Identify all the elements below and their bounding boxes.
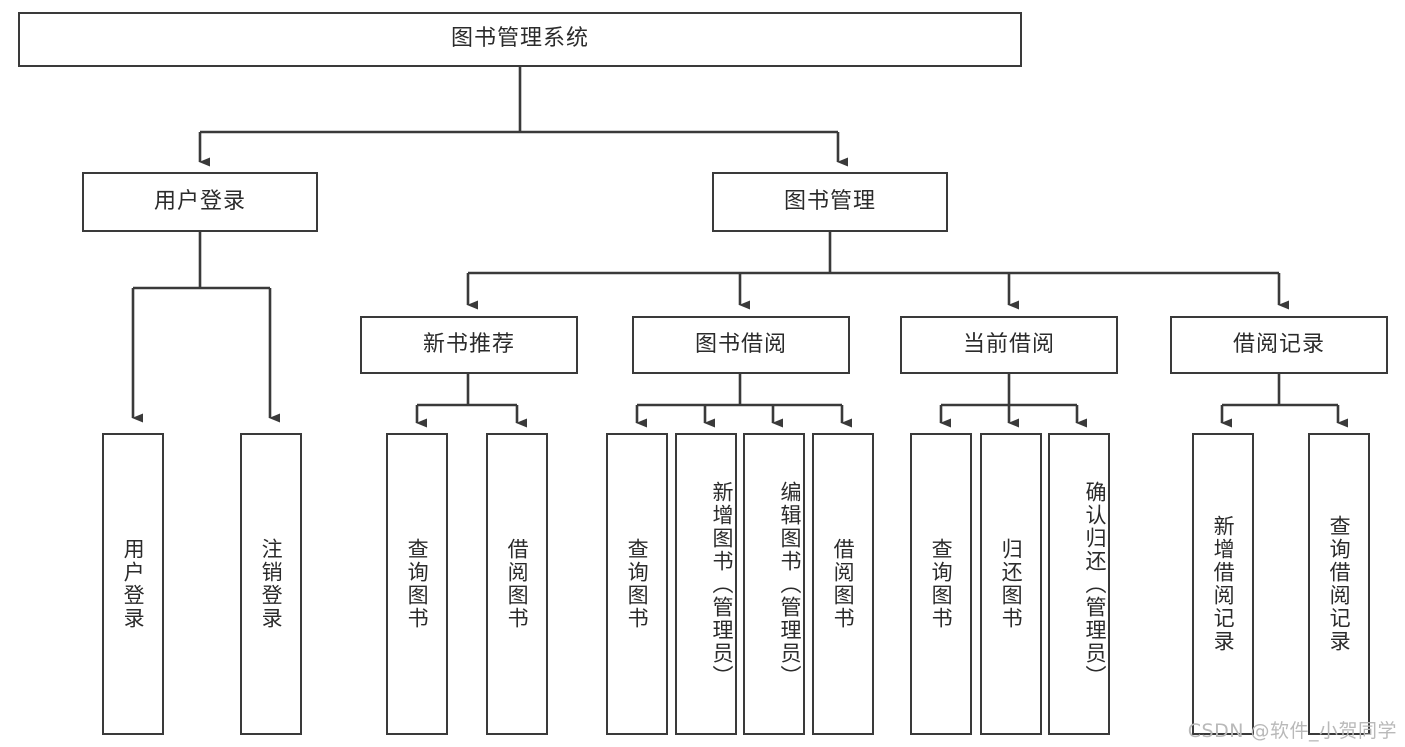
node-root[interactable]: 图书管理系统 [18,12,1022,67]
leaf-logout-login-label: 注销登录 [259,538,284,630]
leaf-query-book-current-label: 查询图书 [929,538,954,630]
node-new-book-recommend[interactable]: 新书推荐 [360,316,578,374]
leaf-query-book-current[interactable]: 查询图书 [910,433,972,735]
node-user-login-label: 用户登录 [153,188,246,214]
node-book-management[interactable]: 图书管理 [712,172,948,232]
leaf-confirm-return-admin[interactable]: 确认归还（管理员） [1048,433,1110,735]
leaf-add-borrow-record-label: 新增借阅记录 [1211,515,1236,653]
watermark-text: CSDN @软件_小贺同学 [1187,720,1397,742]
leaf-borrow-book-recommend[interactable]: 借阅图书 [486,433,548,735]
node-current-borrow[interactable]: 当前借阅 [900,316,1118,374]
leaf-confirm-return-admin-label: 确认归还（管理员） [1083,480,1107,688]
leaf-add-book-admin-label: 新增图书（管理员） [710,480,734,688]
leaf-query-book-recommend[interactable]: 查询图书 [386,433,448,735]
node-book-management-label: 图书管理 [783,188,876,214]
leaf-query-book-recommend-label: 查询图书 [405,538,430,630]
node-borrow-record-label: 借阅记录 [1232,331,1325,357]
leaf-query-borrow-record[interactable]: 查询借阅记录 [1308,433,1370,735]
node-book-borrow[interactable]: 图书借阅 [632,316,850,374]
leaf-user-login[interactable]: 用户登录 [102,433,164,735]
leaf-borrow-book-label: 借阅图书 [831,538,856,630]
node-current-borrow-label: 当前借阅 [962,331,1055,357]
leaf-logout-login[interactable]: 注销登录 [240,433,302,735]
leaf-borrow-book-recommend-label: 借阅图书 [505,538,530,630]
node-root-label: 图书管理系统 [450,26,589,52]
leaf-query-borrow-record-label: 查询借阅记录 [1327,515,1352,653]
leaf-query-book-borrow-label: 查询图书 [625,538,650,630]
leaf-return-book-label: 归还图书 [999,538,1024,630]
node-borrow-record[interactable]: 借阅记录 [1170,316,1388,374]
leaf-query-book-borrow[interactable]: 查询图书 [606,433,668,735]
node-book-borrow-label: 图书借阅 [694,331,787,357]
leaf-edit-book-admin-label: 编辑图书（管理员） [778,480,802,688]
node-user-login[interactable]: 用户登录 [82,172,318,232]
node-new-book-recommend-label: 新书推荐 [422,331,515,357]
leaf-add-book-admin[interactable]: 新增图书（管理员） [675,433,737,735]
leaf-return-book[interactable]: 归还图书 [980,433,1042,735]
leaf-add-borrow-record[interactable]: 新增借阅记录 [1192,433,1254,735]
leaf-borrow-book[interactable]: 借阅图书 [812,433,874,735]
leaf-user-login-label: 用户登录 [121,538,146,630]
leaf-edit-book-admin[interactable]: 编辑图书（管理员） [743,433,805,735]
